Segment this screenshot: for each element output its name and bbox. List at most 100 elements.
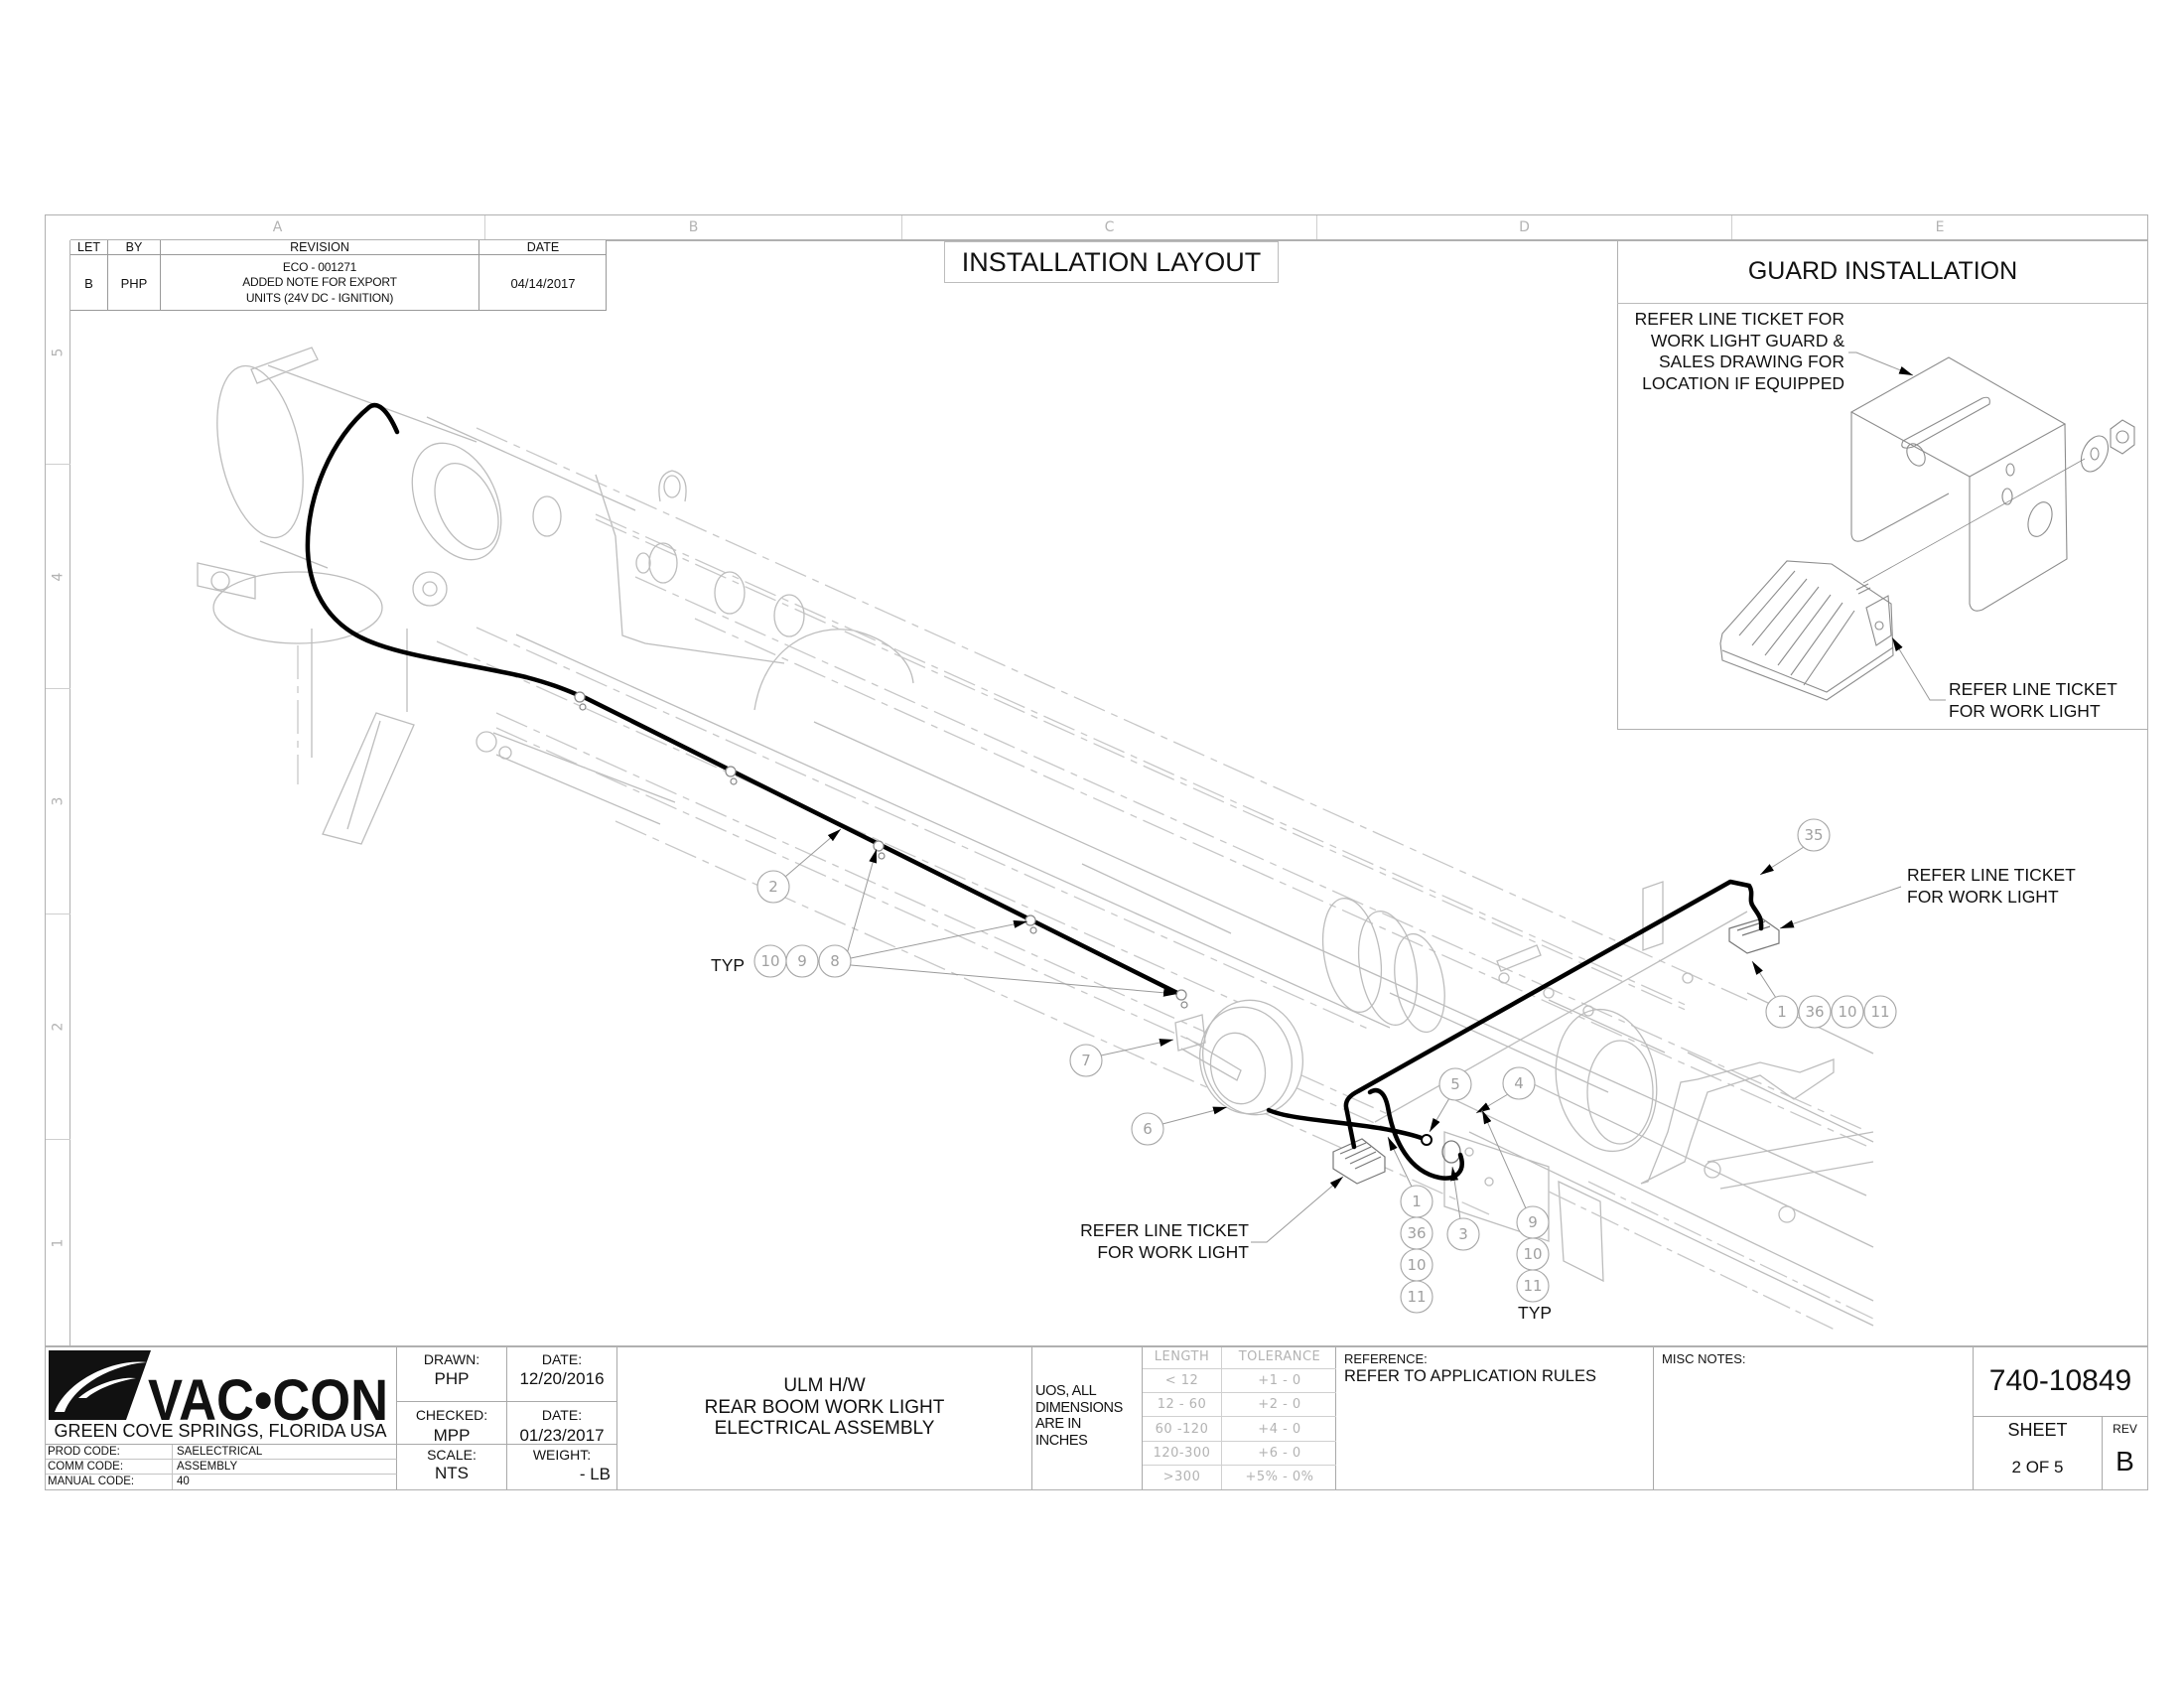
boom-hole: [532, 495, 562, 537]
rev-letter: B: [70, 255, 108, 311]
zone-strip-divider: [70, 239, 2148, 241]
callout-number: 36: [1805, 1003, 1824, 1021]
pivot-boss: [412, 571, 448, 607]
manual-code-value: 40: [177, 1476, 190, 1487]
reference-label: REFERENCE:: [1344, 1351, 1428, 1366]
assembly-centerline: [1862, 458, 2086, 584]
wheel-bracket: [1174, 1014, 1242, 1081]
prod-code-row: PROD CODE: SAELECTRICAL: [45, 1445, 397, 1460]
callout-bubble: [1438, 1067, 1472, 1101]
guard-hole-large: [2027, 501, 2053, 537]
guard-light-note: REFER LINE TICKET FOR WORK LIGHT: [1949, 679, 2117, 722]
callout-bubbles: [753, 818, 1897, 1314]
clip: [1175, 989, 1187, 1001]
callout-number: 11: [1407, 1288, 1426, 1306]
detail-work-light: [1719, 560, 1894, 701]
tolerance-length: 60 -120: [1143, 1417, 1222, 1442]
frame-lines: [1374, 881, 1874, 1327]
work-light-note-right: REFER LINE TICKET FOR WORK LIGHT: [1907, 865, 2076, 908]
callout-bubble: [756, 870, 790, 904]
leader: [1450, 1166, 1461, 1220]
zone-label-a: A: [272, 219, 283, 235]
work-light-right: [1728, 917, 1780, 954]
guard-note-line: WORK LIGHT GUARD &: [1650, 330, 1844, 351]
callout-number: 7: [1081, 1052, 1091, 1069]
bolt: [1464, 1147, 1474, 1157]
title-block-top-rule: [45, 1345, 2148, 1347]
tolerance-length: < 12: [1143, 1369, 1222, 1394]
callout-bubble: [1502, 1066, 1536, 1100]
motor-flange-inner: [434, 463, 499, 550]
zone-row-label: 5: [50, 348, 67, 356]
callout-number: 9: [1528, 1213, 1538, 1231]
callout-number: 11: [1870, 1003, 1889, 1021]
callout-bubble: [785, 944, 819, 978]
guard-note-line: SALES DRAWING FOR: [1658, 352, 1844, 371]
guard-left-flap: [1850, 412, 1950, 542]
callout-number: 3: [1458, 1225, 1468, 1243]
zone-side-strip: [45, 240, 70, 1345]
guard-hole: [2001, 488, 2013, 505]
guard-detail-drawing: [1719, 356, 2135, 701]
wheel-rim: [1198, 1006, 1294, 1115]
cylinder-pin: [498, 746, 512, 760]
drawn-label: DRAWN:: [423, 1351, 480, 1367]
rev-value: B: [2116, 1446, 2134, 1477]
units-note-line: INCHES: [1035, 1432, 1088, 1449]
drawn-cell: DRAWN: PHP: [397, 1346, 507, 1402]
leader-lines: [784, 352, 1946, 1243]
drawn-value: PHP: [434, 1369, 470, 1388]
frame-hidden-lines: [1548, 1181, 1874, 1332]
tolerance-value: +1 - 0: [1222, 1369, 1337, 1394]
callout-bubble: [1131, 1112, 1164, 1146]
washer-hole: [2090, 447, 2100, 461]
leader: [1387, 1136, 1413, 1188]
checked-date-label: DATE:: [541, 1407, 583, 1423]
sheet-cell: SHEET 2 OF 5: [1974, 1417, 2103, 1489]
part-number: 740-10849: [1974, 1346, 2147, 1417]
rev-header-revision: REVISION: [161, 240, 479, 255]
harness-main-run: [305, 402, 1184, 998]
callout-bubble: [1797, 818, 1831, 852]
callout-number: 9: [797, 952, 807, 970]
lug-hole: [663, 475, 681, 498]
rotary-joint-ring: [1394, 932, 1445, 1034]
reference-cell: REFERENCE: REFER TO APPLICATION RULES: [1336, 1346, 1654, 1489]
zone-row-3: 3: [46, 688, 70, 914]
mount-bolt: [210, 571, 230, 591]
clip: [574, 691, 586, 703]
drawing-title-line: ELECTRICAL ASSEMBLY: [714, 1418, 935, 1439]
swivel-bore: [1586, 1040, 1654, 1145]
harness-connector: [1421, 1134, 1433, 1146]
company-location: GREEN COVE SPRINGS, FLORIDA USA: [54, 1421, 387, 1441]
typ-label-left: TYP: [711, 955, 746, 975]
sheet-value: 2 OF 5: [2011, 1458, 2064, 1477]
zone-row-2: 2: [46, 914, 70, 1139]
zone-label-b: B: [484, 215, 901, 239]
manual-code-label: MANUAL CODE:: [45, 1475, 173, 1489]
callout-numbers: 2 10 9 8 7 6 5 4 1 36 10 11 3 9 10 11 35…: [760, 826, 1889, 1306]
callout-bubble: [1400, 1280, 1433, 1314]
units-note-line: UOS, ALL: [1035, 1383, 1097, 1399]
sheet-label: SHEET: [2007, 1420, 2068, 1440]
bolt: [1498, 972, 1510, 984]
harness-wire: [305, 402, 1764, 1181]
rev-description-line: UNITS (24V DC - IGNITION): [245, 290, 394, 305]
zone-label-d: D: [1316, 215, 1731, 239]
callout-bubble: [1446, 1217, 1480, 1251]
wheel-hub: [1209, 1032, 1267, 1105]
leader: [1751, 960, 1777, 999]
tolerance-value: +4 - 0: [1222, 1417, 1337, 1442]
turntable: [212, 571, 383, 644]
leader: [784, 828, 842, 878]
guard-light-note-line: FOR WORK LIGHT: [1949, 700, 2101, 721]
boom-hole: [648, 542, 678, 584]
harness-frame-run: [1343, 879, 1764, 1150]
units-note-cell: UOS, ALL DIMENSIONS ARE IN INCHES: [1032, 1346, 1142, 1489]
drawing-title-line: ULM H/W: [783, 1375, 866, 1396]
scale-cell: SCALE: NTS: [397, 1445, 507, 1489]
boom-solid-lines: [197, 347, 1867, 1196]
comm-code-label: COMM CODE:: [45, 1460, 173, 1474]
prod-code-value: SAELECTRICAL: [177, 1446, 263, 1458]
drawn-date-label: DATE:: [541, 1351, 583, 1367]
